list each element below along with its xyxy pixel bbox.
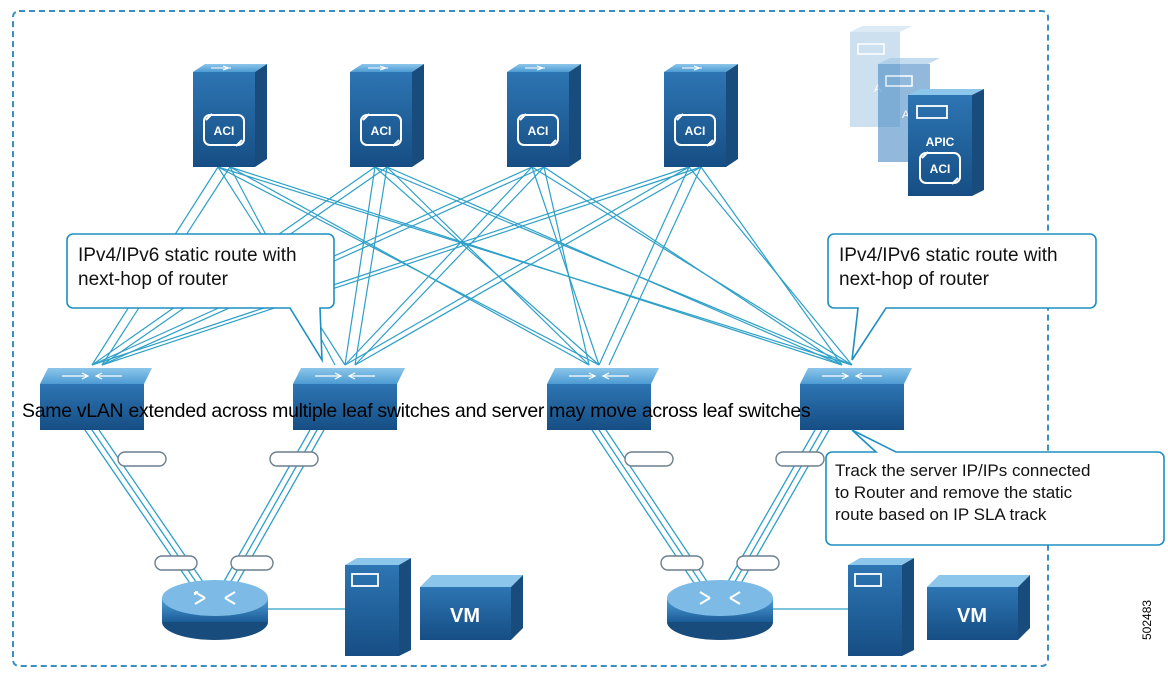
leaf-switch-1	[40, 368, 152, 430]
spine-switch-4: ACI	[664, 64, 738, 167]
switch-arrows-icon	[62, 372, 122, 380]
vm-left: VM	[420, 575, 523, 640]
port-channel-markers	[117, 451, 825, 571]
aci-logo-icon: ACI	[203, 113, 245, 147]
apic-controller: APIC ACI	[908, 89, 984, 196]
spine-switch-3: ACI	[507, 64, 581, 167]
router-right	[667, 580, 773, 640]
aci-logo-icon: ACI	[674, 113, 716, 147]
server-left	[345, 558, 411, 656]
vm-label-left: VM	[450, 605, 480, 627]
spine-label-4: ACI	[685, 124, 706, 138]
switch-arrows-icon	[315, 372, 375, 380]
callout-track	[825, 429, 1165, 546]
vm-right: VM	[927, 575, 1030, 640]
callout-track-line2: to Router and remove the static	[835, 483, 1073, 503]
apic-back-label-2: A	[902, 109, 910, 121]
fabric-boundary	[12, 10, 1049, 667]
callout-right-line1: IPv4/IPv6 static route with	[839, 245, 1058, 266]
apic-title: APIC	[926, 135, 955, 149]
aci-logo-icon: ACI	[517, 113, 559, 147]
leaf-switch-4	[800, 368, 912, 430]
server-right	[848, 558, 914, 656]
spine-label-2: ACI	[371, 124, 392, 138]
spine-switch-1: ACI	[193, 64, 267, 167]
callout-right	[827, 233, 1097, 361]
vlan-banner-text: Same vLAN extended across multiple leaf …	[22, 400, 811, 422]
vm-label-right: VM	[957, 605, 987, 627]
leaf-switch-3	[547, 368, 659, 430]
router-arrows-icon	[194, 591, 236, 605]
callout-track-text: Track the server IP/IPs connected to Rou…	[835, 460, 1090, 526]
router-arrows-icon	[699, 591, 741, 605]
apic-logo-text: ACI	[930, 162, 951, 176]
aci-logo-icon: ACI	[360, 113, 402, 147]
callout-left-text: IPv4/IPv6 static route with next-hop of …	[78, 244, 297, 292]
router-left	[162, 580, 268, 640]
leaf-switch-2	[293, 368, 405, 430]
spine-label-3: ACI	[528, 124, 549, 138]
callout-track-line3: route based on IP SLA track	[835, 505, 1047, 525]
callout-right-text: IPv4/IPv6 static route with next-hop of …	[839, 244, 1058, 292]
callout-left-line1: IPv4/IPv6 static route with	[78, 245, 297, 266]
spine-switch-2: ACI	[350, 64, 424, 167]
callout-left-line2: next-hop of router	[78, 268, 228, 290]
callout-left	[66, 233, 335, 364]
switch-arrows-icon	[569, 372, 629, 380]
apic-cluster: A A APIC ACI	[850, 26, 984, 196]
aci-logo-icon: ACI	[919, 151, 961, 185]
switch-arrows-icon	[822, 372, 882, 380]
callout-right-line2: next-hop of router	[839, 268, 989, 290]
spine-label-1: ACI	[214, 124, 235, 138]
figure-id: 502483	[1140, 599, 1154, 640]
callout-track-line1: Track the server IP/IPs connected	[835, 461, 1091, 480]
